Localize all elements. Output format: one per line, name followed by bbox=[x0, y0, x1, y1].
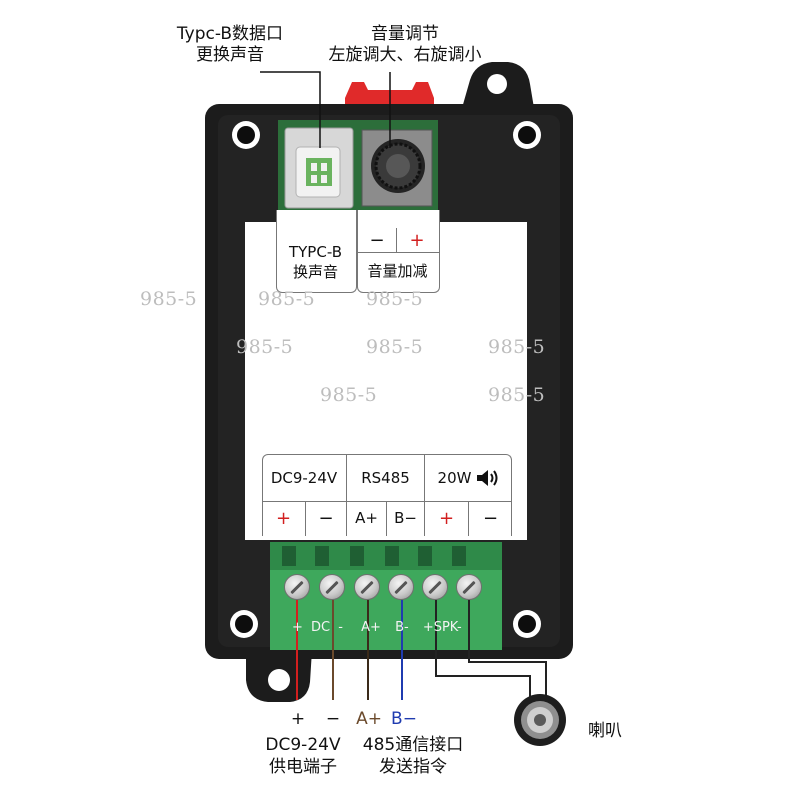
wire-plus-label: + bbox=[290, 709, 306, 729]
terminal-screw-spk-plus bbox=[422, 574, 448, 600]
header-dc-power: DC9-24V bbox=[270, 469, 338, 487]
terminal-screw-minus bbox=[319, 574, 345, 600]
sign-b-minus: B− bbox=[394, 509, 417, 527]
watermark: 985-5 bbox=[488, 384, 546, 406]
typec-label-line2: 换声音 bbox=[292, 263, 338, 281]
watermark: 985-5 bbox=[236, 336, 294, 358]
terminal-label-b: B- bbox=[395, 620, 409, 635]
power-caption-line1: DC9-24V bbox=[265, 735, 341, 755]
volume-callout: 音量调节 左旋调大、右旋调小 bbox=[305, 24, 505, 66]
terminal-label-minus: - bbox=[338, 620, 343, 635]
volume-label-box bbox=[357, 210, 440, 293]
wire-a-label: A+ bbox=[356, 709, 382, 729]
speaker-caption: 喇叭 bbox=[588, 721, 622, 741]
wire-b-label: B− bbox=[391, 709, 417, 729]
watermark: 985-5 bbox=[366, 288, 424, 310]
speaker-wire-1 bbox=[435, 600, 531, 700]
power-terminal-caption: DC9-24V 供电端子 bbox=[255, 734, 351, 778]
sign-spk-plus: + bbox=[438, 507, 455, 529]
rs485-caption: 485通信接口 发送指令 bbox=[352, 734, 474, 778]
sign-dc-minus: − bbox=[318, 507, 334, 529]
speaker-graphic bbox=[514, 694, 566, 746]
usb-callout-line2: 更换声音 bbox=[196, 45, 264, 65]
sign-dc-plus: + bbox=[275, 507, 292, 529]
usb-port-callout: Typc-B数据口 更换声音 bbox=[160, 24, 300, 66]
terminal-screw-a bbox=[354, 574, 380, 600]
volume-callout-line2: 左旋调大、右旋调小 bbox=[328, 45, 482, 65]
terminal-screw-plus bbox=[284, 574, 310, 600]
volume-callout-line1: 音量调节 bbox=[371, 24, 439, 44]
watermark: 985-5 bbox=[140, 288, 198, 310]
rs485-caption-line2: 发送指令 bbox=[379, 757, 447, 777]
terminal-screw-b bbox=[388, 574, 414, 600]
terminal-label-spk-plus: + bbox=[422, 620, 434, 635]
rs485-caption-line1: 485通信接口 bbox=[362, 735, 464, 755]
volume-minus-sign: − bbox=[369, 229, 385, 251]
speaker-volume-icon bbox=[477, 470, 498, 486]
speaker-wire-2 bbox=[468, 600, 547, 700]
terminal-label-a: A+ bbox=[361, 620, 381, 635]
terminal-label-spk-minus: - bbox=[456, 620, 462, 635]
sign-spk-minus: − bbox=[482, 507, 499, 529]
terminal-screw-spk-minus bbox=[456, 574, 482, 600]
usb-callout-line1: Typc-B数据口 bbox=[176, 24, 284, 44]
typec-label-box bbox=[276, 210, 357, 293]
typec-label-line1: TYPC-B bbox=[288, 243, 342, 261]
terminal-label-spk: SPK bbox=[433, 620, 457, 635]
watermark: 985-5 bbox=[258, 288, 316, 310]
terminal-labels: + DC - A+ B- +SPK- bbox=[292, 620, 462, 635]
terminal-label-plus: + bbox=[292, 620, 303, 635]
watermark: 985-5 bbox=[320, 384, 378, 406]
watermark: 985-5 bbox=[488, 336, 546, 358]
power-caption-line2: 供电端子 bbox=[269, 757, 337, 777]
wire-minus-label: − bbox=[325, 709, 341, 729]
header-speaker-power: 20W bbox=[425, 456, 512, 500]
header-rs485: RS485 bbox=[361, 469, 410, 487]
volume-adjust-label: 音量加减 bbox=[367, 261, 428, 280]
typec-label: TYPC-B 换声音 bbox=[276, 240, 355, 284]
header-speaker-power-label: 20W bbox=[437, 469, 472, 487]
volume-plus-sign: + bbox=[409, 229, 425, 251]
terminal-label-dc: DC bbox=[311, 620, 331, 635]
terminal-label-table bbox=[262, 454, 512, 536]
watermark: 985-5 bbox=[366, 336, 424, 358]
sign-a-plus: A+ bbox=[355, 509, 378, 527]
